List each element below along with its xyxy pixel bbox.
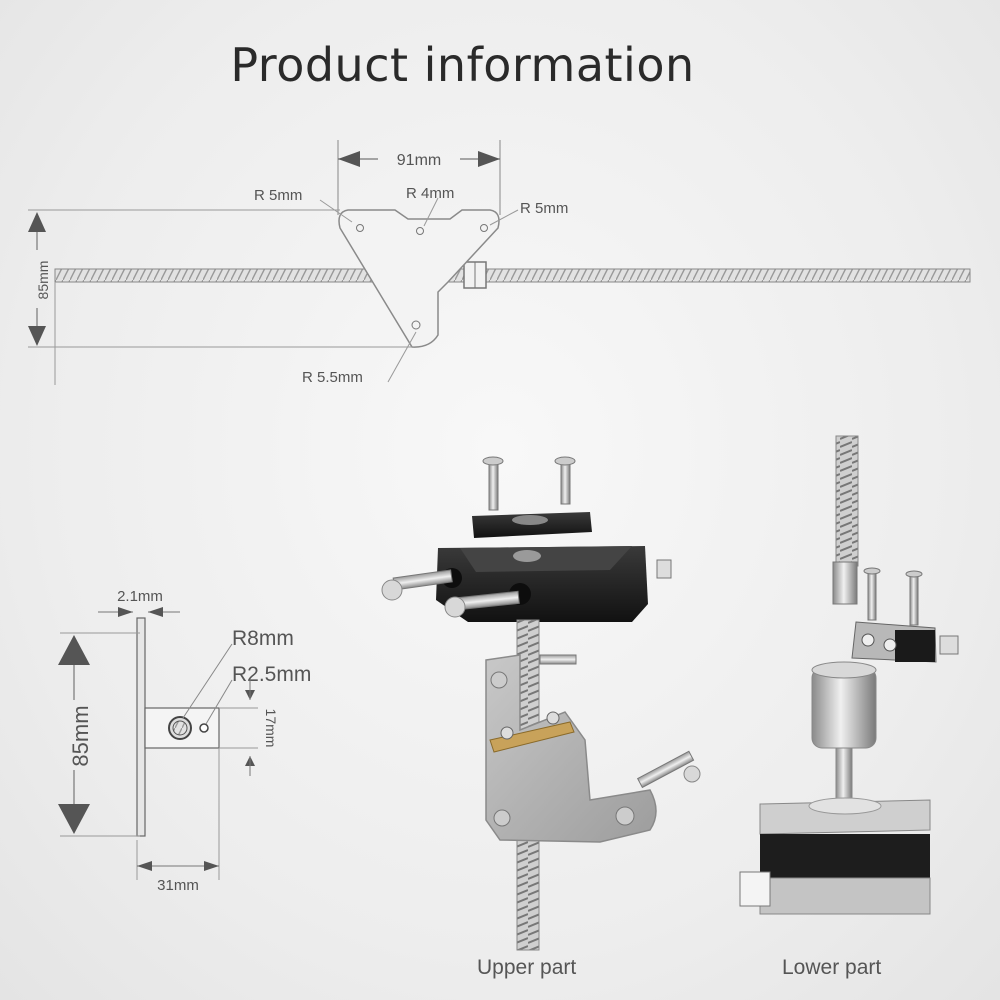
upper-part-illustration — [381, 456, 701, 951]
radius-left-label: R 5mm — [254, 187, 302, 204]
width-2-1mm-label: 2.1mm — [117, 588, 163, 605]
upper-part-caption: Upper part — [477, 956, 577, 979]
height-85mm-side-label: 85mm — [68, 705, 93, 766]
top-view-drawing: 91mm 85mm R 5mm R 4mm R 5mm R 5.5mm — [28, 140, 971, 386]
lower-part-illustration — [739, 435, 959, 915]
radius-2-5mm-label: R2.5mm — [232, 663, 311, 686]
lead-screw-rod — [54, 268, 971, 283]
hole-bottom — [411, 320, 421, 330]
side-view-drawing: 2.1mm 85mm R8mm R2.5mm 17mm 31mm — [58, 588, 311, 894]
screw-hole — [199, 723, 209, 733]
page-title: Product information — [230, 38, 695, 92]
lower-part-caption: Lower part — [782, 956, 882, 979]
plate-outline — [338, 209, 500, 348]
radius-right-label: R 5mm — [520, 200, 568, 217]
bracket-upright — [136, 617, 146, 837]
radius-bottom-label: R 5.5mm — [302, 369, 363, 386]
hole-left — [356, 224, 364, 232]
height-85mm-label: 85mm — [35, 261, 51, 300]
hole-center — [416, 227, 424, 235]
boss-17mm-label: 17mm — [263, 709, 279, 748]
width-91mm-label: 91mm — [397, 152, 441, 169]
radius-center-label: R 4mm — [406, 185, 454, 202]
width-31mm-label: 31mm — [157, 877, 199, 894]
radius-8mm-label: R8mm — [232, 627, 294, 650]
hole-right — [480, 224, 488, 232]
